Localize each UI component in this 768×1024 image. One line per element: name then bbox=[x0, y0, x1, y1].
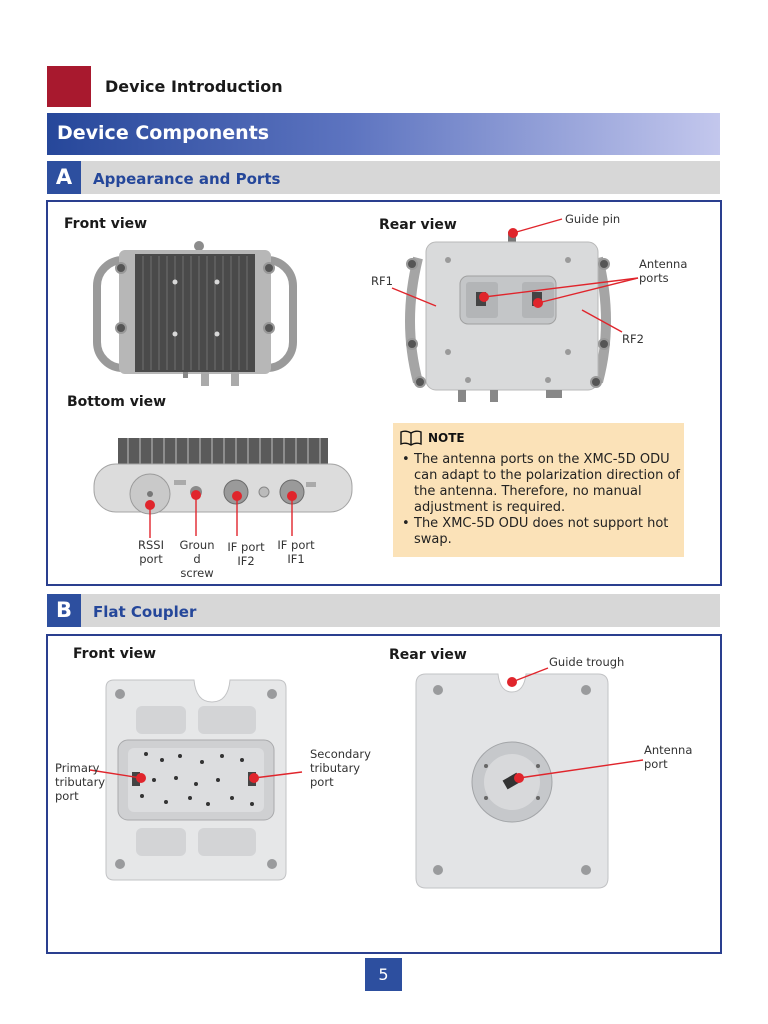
primary-tributary-label-line2: tributary bbox=[55, 775, 106, 789]
if1-port-label-line1: IF port bbox=[277, 538, 315, 552]
chapter-title: Device Introduction bbox=[105, 77, 283, 96]
secondary-tributary-label-line2: tributary bbox=[310, 761, 361, 775]
banner-title: Device Components bbox=[57, 122, 270, 144]
rssi-port-label-line1: RSSI bbox=[138, 538, 164, 552]
coupler-rear-view-image bbox=[415, 673, 609, 889]
if1-port-label: IF port IF1 bbox=[274, 538, 318, 566]
rf1-label: RF1 bbox=[371, 274, 393, 288]
antenna-ports-label-line2: ports bbox=[639, 271, 669, 285]
antenna-port-label-line1: Antenna bbox=[644, 743, 693, 757]
if2-port-label-line2: IF2 bbox=[237, 554, 255, 568]
section-banner bbox=[47, 113, 720, 155]
chapter-marker bbox=[47, 66, 91, 107]
ground-screw-label: Groun d screw bbox=[176, 538, 218, 580]
section-b-letter: B bbox=[47, 594, 81, 627]
antenna-port-label: Antenna port bbox=[644, 743, 692, 771]
rf2-label: RF2 bbox=[622, 332, 644, 346]
secondary-tributary-label-line1: Secondary bbox=[310, 747, 371, 761]
secondary-tributary-label-line3: port bbox=[310, 775, 334, 789]
odu-front-view-image bbox=[93, 241, 297, 386]
coupler-rear-view-label: Rear view bbox=[389, 647, 467, 663]
ground-screw-label-line1: Groun bbox=[179, 538, 215, 552]
secondary-tributary-port-label: Secondary tributary port bbox=[310, 747, 371, 789]
note-item: The antenna ports on the XMC-5D ODU can … bbox=[400, 452, 680, 516]
note-heading-text: NOTE bbox=[428, 431, 465, 445]
guide-pin-label: Guide pin bbox=[565, 212, 621, 226]
if1-port-label-line2: IF1 bbox=[287, 552, 305, 566]
if2-port-label-line1: IF port bbox=[227, 540, 265, 554]
antenna-port-label-line2: port bbox=[644, 757, 668, 771]
section-a-title: Appearance and Ports bbox=[93, 170, 281, 188]
section-a-letter: A bbox=[47, 161, 81, 194]
if2-port-label: IF port IF2 bbox=[224, 540, 268, 568]
coupler-front-view-image bbox=[105, 679, 287, 881]
odu-rear-view-image bbox=[405, 232, 611, 402]
primary-tributary-label-line1: Primary bbox=[55, 761, 100, 775]
antenna-ports-label-line1: Antenna bbox=[639, 257, 688, 271]
primary-tributary-label-line3: port bbox=[55, 789, 79, 803]
ground-screw-label-line2: d bbox=[193, 552, 201, 566]
book-icon bbox=[400, 430, 422, 446]
rssi-port-label-line2: port bbox=[139, 552, 163, 566]
note-heading: NOTE bbox=[400, 430, 465, 446]
note-list: The antenna ports on the XMC-5D ODU can … bbox=[400, 452, 680, 548]
coupler-front-view-label: Front view bbox=[73, 646, 157, 662]
bottom-view-label: Bottom view bbox=[67, 394, 167, 410]
rear-view-label: Rear view bbox=[379, 217, 457, 233]
guide-trough-label: Guide trough bbox=[549, 655, 625, 669]
section-a-bar bbox=[47, 161, 720, 194]
odu-bottom-view-image bbox=[93, 438, 353, 515]
ground-screw-label-line3: screw bbox=[180, 566, 214, 580]
primary-tributary-port-label: Primary tributary port bbox=[55, 761, 105, 803]
section-b-bar bbox=[47, 594, 720, 627]
rssi-port-label: RSSI port bbox=[132, 538, 170, 566]
front-view-label: Front view bbox=[64, 216, 148, 232]
section-b-title: Flat Coupler bbox=[93, 603, 197, 621]
note-item: The XMC-5D ODU does not support hot swap… bbox=[400, 516, 680, 548]
page-number: 5 bbox=[365, 958, 402, 991]
